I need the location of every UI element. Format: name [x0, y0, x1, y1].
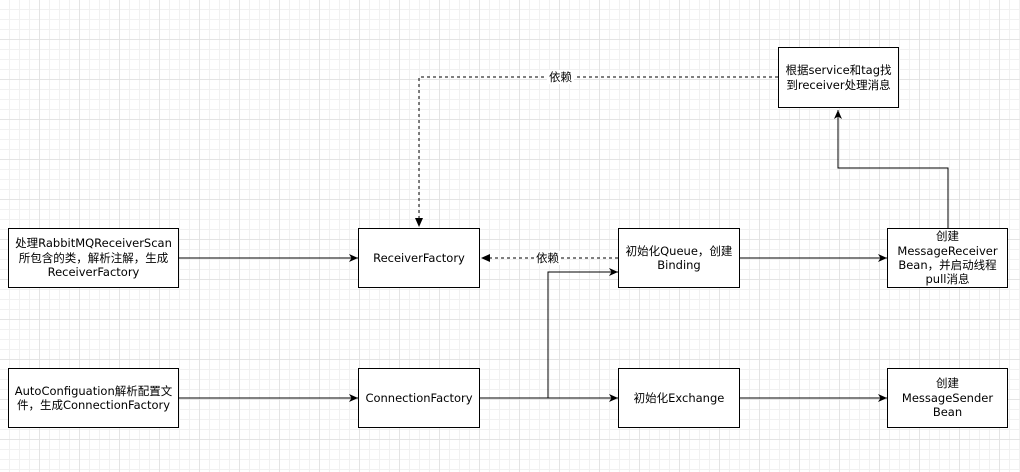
node-autoconfig[interactable]: AutoConfiguation解析配置文件，生成ConnectionFacto… — [8, 368, 179, 428]
node-scan-receiver[interactable]: 处理RabbitMQReceiverScan所包含的类，解析注解，生成Recei… — [8, 228, 179, 288]
node-create-sender[interactable]: 创建MessageSender Bean — [887, 368, 1008, 428]
node-init-exchange[interactable]: 初始化Exchange — [618, 368, 740, 428]
edge-connection-factory-to-init-queue — [547, 268, 618, 398]
edge-find-receiver-depends-on-receiver-factory — [415, 76, 778, 227]
node-create-receiver-text: 创建MessageReceiver Bean，并启动线程pull消息 — [897, 229, 998, 287]
node-connection-factory[interactable]: ConnectionFactory — [358, 368, 480, 428]
edge-label-depends-mid: 依赖 — [534, 251, 561, 265]
edge-label-depends-top: 依赖 — [547, 70, 574, 84]
node-find-receiver[interactable]: 根据service和tag找到receiver处理消息 — [778, 47, 899, 108]
node-create-receiver[interactable]: 创建MessageReceiver Bean，并启动线程pull消息 — [887, 228, 1008, 288]
node-init-queue-text: 初始化Queue，创建Binding — [625, 243, 733, 272]
node-autoconfig-text: AutoConfiguation解析配置文件，生成ConnectionFacto… — [14, 383, 173, 412]
node-scan-receiver-text: 处理RabbitMQReceiverScan所包含的类，解析注解，生成Recei… — [15, 236, 172, 280]
node-receiver-factory-text: ReceiverFactory — [373, 250, 465, 265]
node-init-queue[interactable]: 初始化Queue，创建Binding — [618, 228, 740, 288]
edge-create-receiver-to-find-receiver — [834, 110, 949, 228]
node-create-sender-text: 创建MessageSender Bean — [901, 376, 994, 420]
node-init-exchange-text: 初始化Exchange — [633, 390, 725, 405]
node-receiver-factory[interactable]: ReceiverFactory — [358, 228, 480, 288]
node-connection-factory-text: ConnectionFactory — [365, 390, 473, 405]
node-find-receiver-text: 根据service和tag找到receiver处理消息 — [785, 63, 892, 92]
